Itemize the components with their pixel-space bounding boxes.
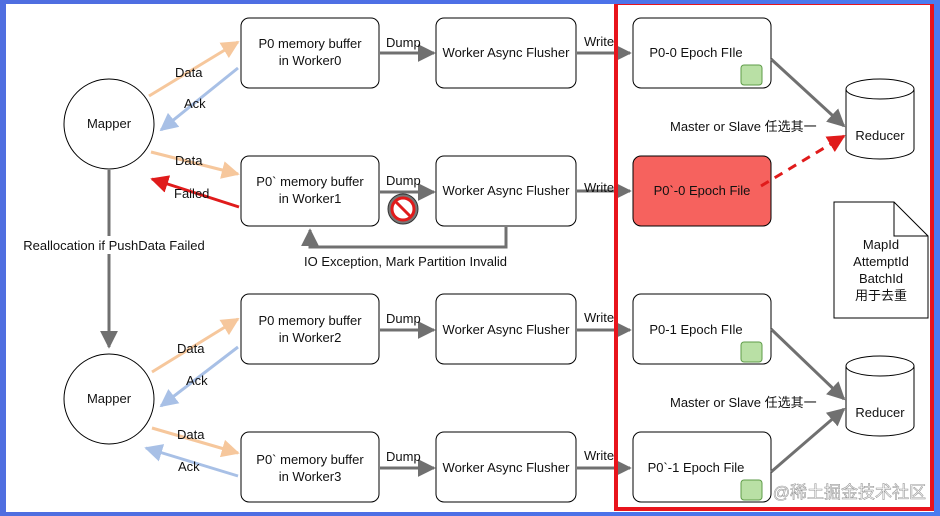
epoch-file-worker1-failed	[632, 155, 772, 227]
async-flusher-worker0	[435, 17, 577, 89]
note-line-1: MapId	[863, 237, 899, 252]
write-label-worker2: Write	[584, 310, 614, 325]
ack-label-worker0: Ack	[184, 96, 206, 111]
data-arrow-worker2	[151, 317, 240, 374]
mapper-1-label: Mapper	[87, 116, 132, 131]
reallocation-label-bg	[14, 236, 214, 254]
file-status-badge-worker3	[740, 479, 763, 501]
flusher-label-worker1: Worker Async Flusher	[443, 183, 571, 198]
file-label-worker0: P0-0 Epoch FIle	[649, 45, 742, 60]
dump-label-worker0: Dump	[386, 35, 421, 50]
read-arrow-file0-failed	[760, 134, 846, 188]
epoch-file-worker0	[632, 17, 772, 89]
ack-label-worker2: Ack	[186, 373, 208, 388]
failed-label-worker1: Failed	[174, 186, 209, 201]
file-label-worker2: P0-1 Epoch FIle	[649, 322, 742, 337]
row-worker3: Data Ack P0` memory buffer in Worker3 Du…	[144, 426, 772, 503]
data-arrow-worker1	[150, 150, 240, 179]
async-flusher-worker1	[435, 155, 577, 227]
write-label-worker3: Write	[584, 448, 614, 463]
buffer-worker-worker2: in Worker2	[279, 330, 342, 345]
reducer-2-choice-label: Master or Slave 任选其一	[670, 395, 817, 410]
data-label-worker3: Data	[177, 427, 205, 442]
note-line-3: BatchId	[859, 271, 903, 286]
ack-arrow-worker0	[159, 66, 239, 132]
dump-label-worker3: Dump	[386, 449, 421, 464]
ack-label-worker3: Ack	[178, 459, 200, 474]
mapper-node-1: Mapper	[63, 78, 155, 170]
ack-arrow-worker3	[144, 444, 239, 478]
read-arrow-file1-alt	[770, 407, 846, 474]
io-exception-label: IO Exception, Mark Partition Invalid	[304, 254, 507, 269]
io-exception-arrow	[301, 227, 508, 249]
memory-buffer-worker3	[240, 431, 380, 503]
file-status-badge-worker0	[740, 64, 763, 86]
memory-buffer-worker2	[240, 293, 380, 365]
reducer-2-label: Reducer	[855, 405, 905, 420]
note-line-2: AttemptId	[853, 254, 909, 269]
data-label-worker1: Data	[175, 153, 203, 168]
buffer-title-worker0: P0 memory buffer	[258, 36, 362, 51]
buffer-title-worker1: P0` memory buffer	[256, 174, 364, 189]
watermark-text: @稀土掘金技术社区	[773, 483, 926, 502]
ack-arrow-worker2	[159, 345, 239, 408]
reducer-node-2: Reducer	[845, 355, 915, 437]
row-worker1: Data Failed P0` memory buffer in Worker1…	[150, 150, 772, 269]
file-status-badge-worker2	[740, 341, 763, 363]
buffer-title-worker3: P0` memory buffer	[256, 452, 364, 467]
data-label-worker0: Data	[175, 65, 203, 80]
note-line-4: 用于去重	[855, 288, 907, 303]
async-flusher-worker2	[435, 293, 577, 365]
dump-label-worker2: Dump	[386, 311, 421, 326]
file-label-worker1: P0`-0 Epoch File	[654, 183, 751, 198]
data-label-worker2: Data	[177, 341, 205, 356]
reducer-1-choice-label: Master or Slave 任选其一	[670, 119, 817, 134]
mapper-2-label: Mapper	[87, 391, 132, 406]
read-arrow-file1	[769, 327, 846, 401]
epoch-file-worker3	[632, 431, 772, 503]
flusher-label-worker2: Worker Async Flusher	[443, 322, 571, 337]
read-arrow-file0	[769, 57, 846, 128]
memory-buffer-worker1	[240, 155, 380, 227]
flusher-label-worker3: Worker Async Flusher	[443, 460, 571, 475]
buffer-worker-worker0: in Worker0	[279, 53, 342, 68]
failed-arrow-worker1	[150, 175, 240, 209]
write-label-worker0: Write	[584, 34, 614, 49]
reducer-1-label: Reducer	[855, 128, 905, 143]
reallocation-label: Reallocation if PushData Failed	[23, 238, 204, 253]
row-worker2: Data Ack P0 memory buffer in Worker2 Dum…	[151, 293, 772, 408]
row-worker0: Data Ack P0 memory buffer in Worker0 Dum…	[148, 17, 772, 132]
blocked-icon	[387, 193, 419, 225]
buffer-worker-worker1: in Worker1	[279, 191, 342, 206]
flusher-label-worker0: Worker Async Flusher	[443, 45, 571, 60]
diagram-canvas: Mapper Mapper Reallocation if PushData F…	[6, 1, 934, 512]
dump-label-worker1: Dump	[386, 173, 421, 188]
memory-buffer-worker0	[240, 17, 380, 89]
data-arrow-worker0	[148, 40, 240, 98]
celeborn-push-data-diagram: Mapper Mapper Reallocation if PushData F…	[14, 1, 934, 511]
async-flusher-worker3	[435, 431, 577, 503]
mapper-node-2: Mapper	[63, 353, 155, 445]
buffer-title-worker2: P0 memory buffer	[258, 313, 362, 328]
reducer-node-1: Reducer	[845, 78, 915, 160]
buffer-worker-worker3: in Worker3	[279, 469, 342, 484]
file-label-worker3: P0`-1 Epoch File	[648, 460, 745, 475]
write-label-worker1: Write	[584, 180, 614, 195]
data-arrow-worker3	[151, 426, 240, 458]
dedup-note: MapId AttemptId BatchId 用于去重	[833, 201, 929, 319]
